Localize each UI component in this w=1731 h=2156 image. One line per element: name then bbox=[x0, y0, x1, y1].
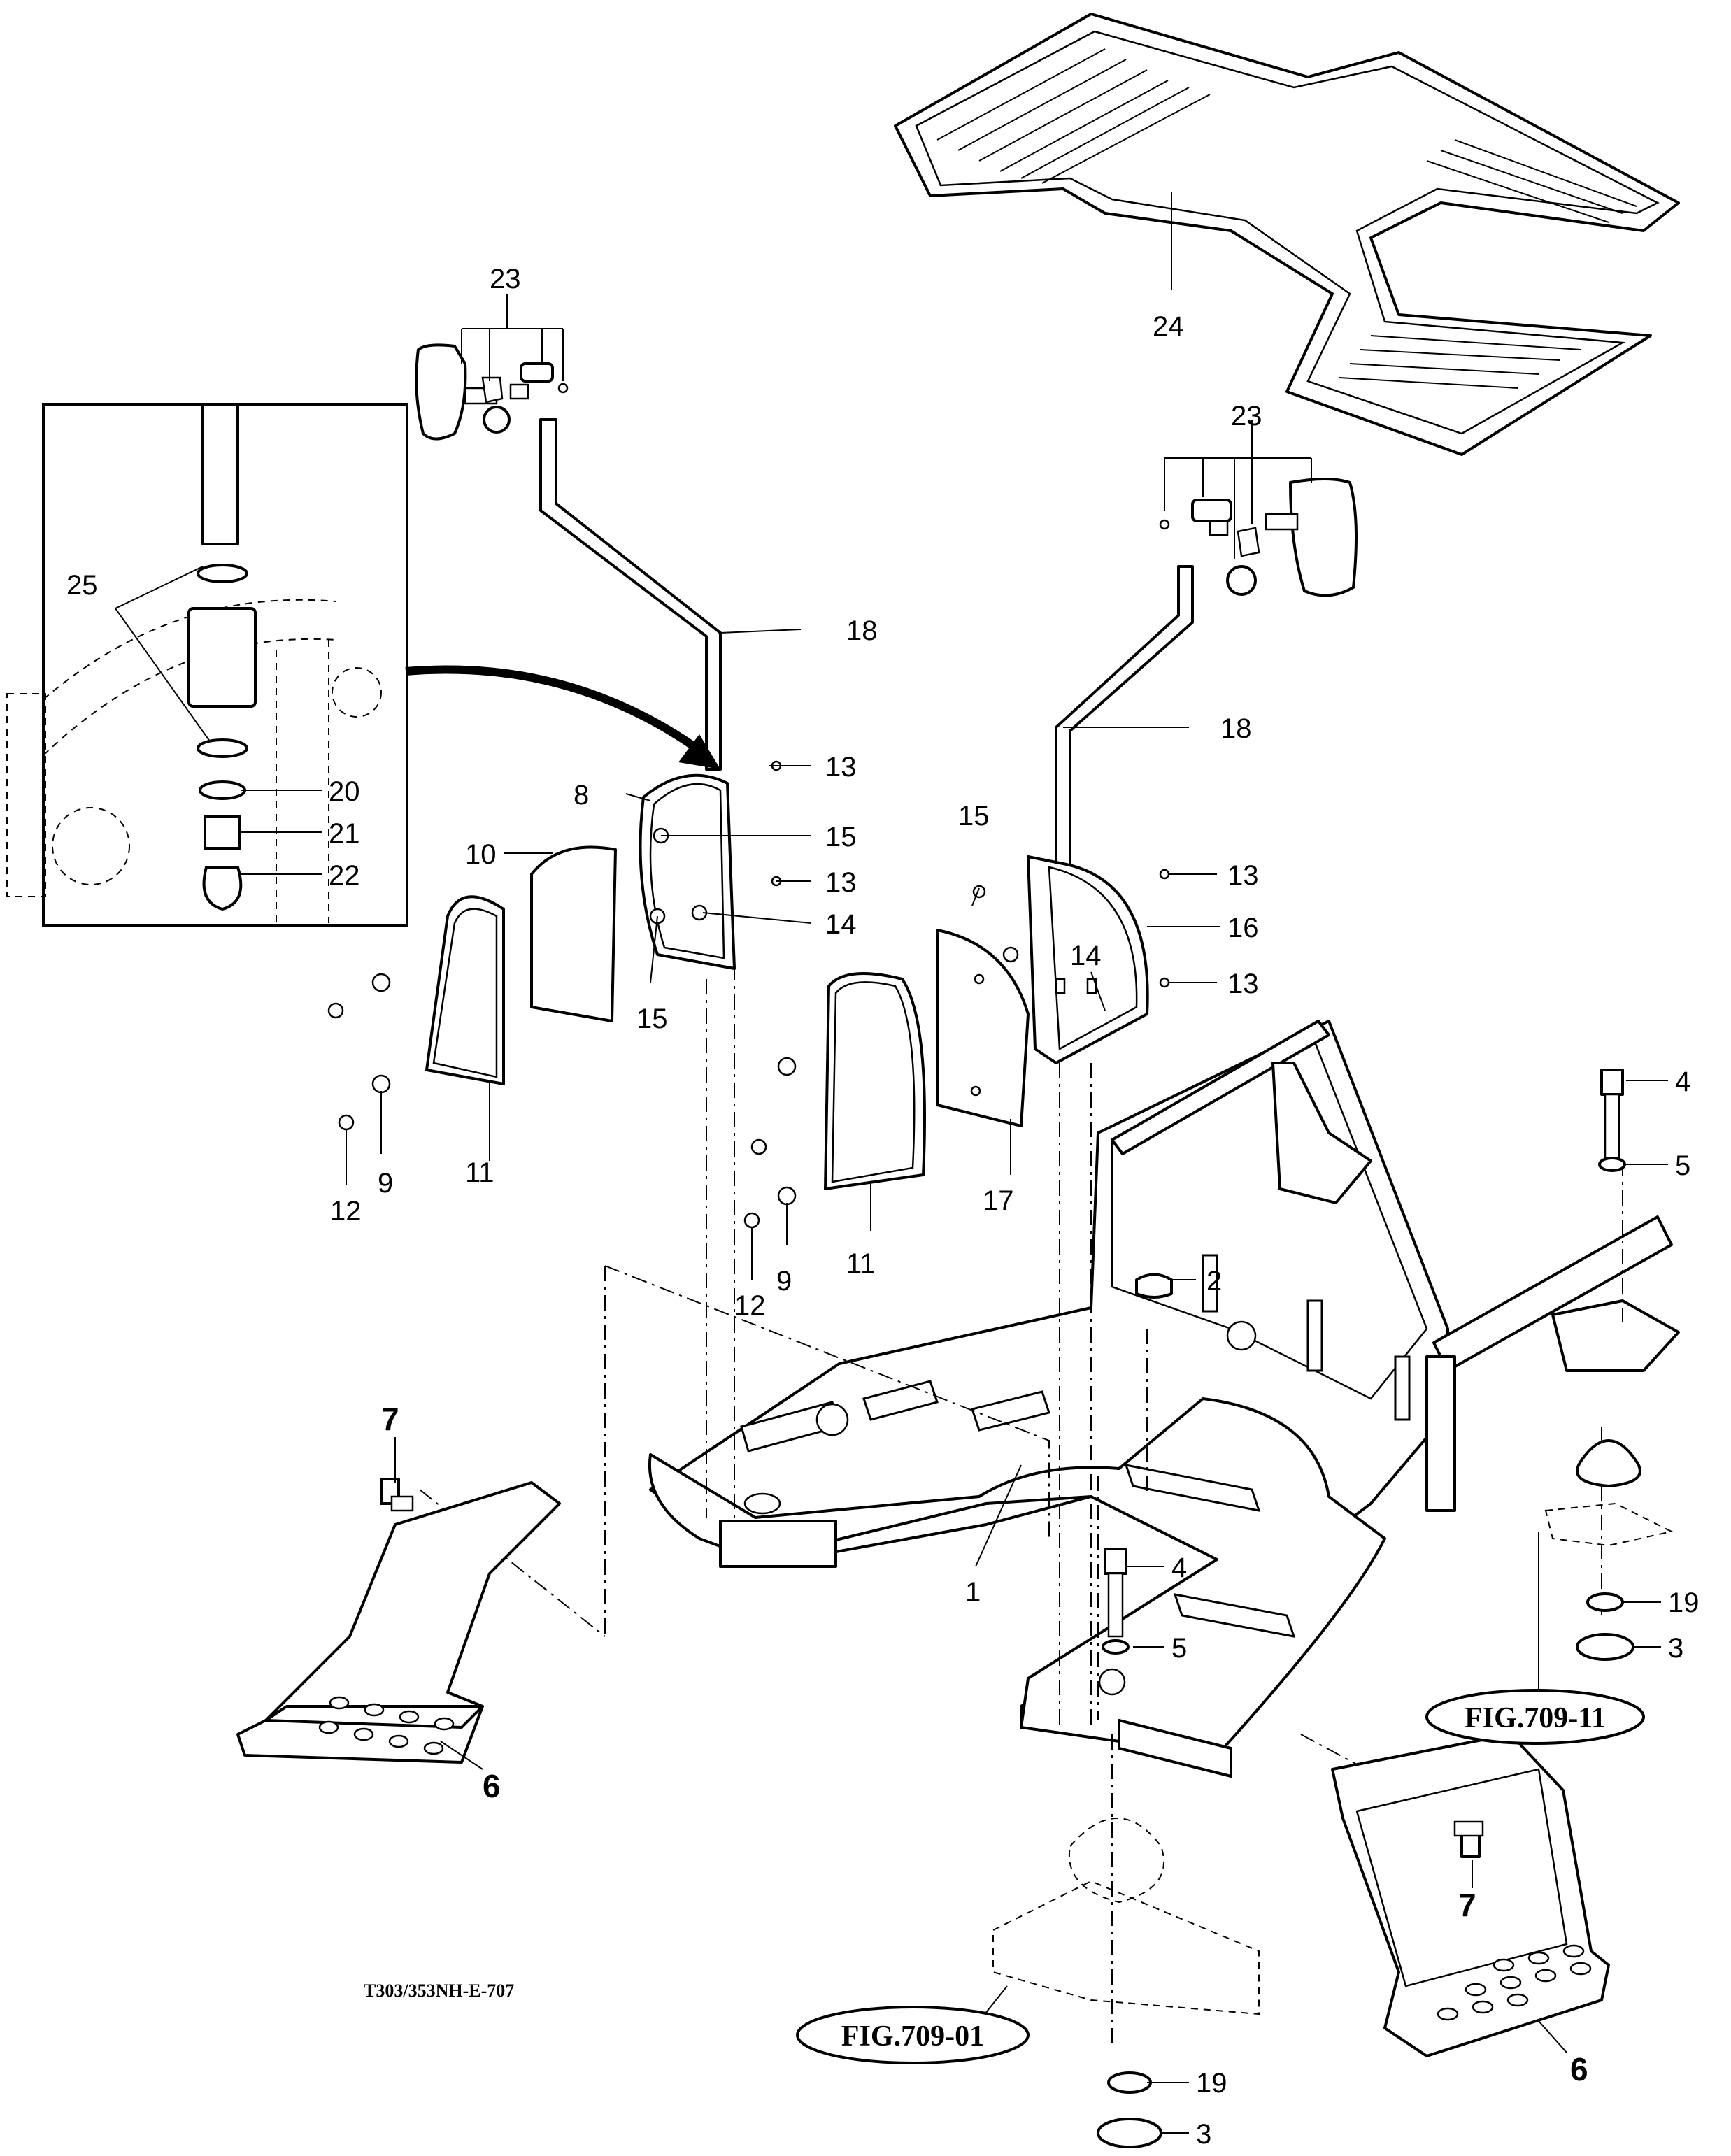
rear-mount-right bbox=[1544, 1439, 1674, 1661]
callout-23-left: 23 bbox=[490, 264, 521, 294]
callout-10: 10 bbox=[465, 839, 497, 870]
callout-13-b: 13 bbox=[825, 867, 857, 898]
callout-15-a: 15 bbox=[825, 822, 857, 852]
callout-19-a: 19 bbox=[1668, 1587, 1700, 1618]
callout-17: 17 bbox=[983, 1185, 1014, 1216]
hardware-bolts bbox=[1102, 1069, 1626, 1655]
left-step bbox=[236, 1478, 561, 1764]
callout-16: 16 bbox=[1227, 913, 1259, 943]
callout-6-a: 6 bbox=[483, 1768, 501, 1804]
callout-15-b: 15 bbox=[636, 1004, 668, 1034]
callout-24: 24 bbox=[1153, 311, 1184, 342]
callout-14-a: 14 bbox=[825, 909, 857, 940]
floor-frame bbox=[648, 1020, 1449, 1778]
callout-18-right: 18 bbox=[1220, 713, 1252, 744]
right-mirror-stay bbox=[1055, 565, 1194, 872]
leader-lines bbox=[346, 192, 1668, 2134]
left-mirror-assembly bbox=[415, 343, 569, 441]
callout-5-b: 5 bbox=[1171, 1633, 1187, 1664]
callout-19-b: 19 bbox=[1196, 2068, 1227, 2099]
callout-9-b: 9 bbox=[776, 1266, 792, 1297]
callout-13-d: 13 bbox=[1227, 969, 1259, 999]
figure-ref-709-01[interactable]: FIG.709-01 bbox=[796, 2006, 1030, 2064]
callout-3-b: 3 bbox=[1196, 2119, 1211, 2150]
callout-labels: 24 23 23 25 20 21 22 18 18 13 8 15 10 13… bbox=[66, 264, 1700, 2150]
left-fender-group bbox=[327, 760, 782, 1131]
callout-7-b: 7 bbox=[1458, 1887, 1476, 1923]
detail-inset bbox=[6, 403, 720, 927]
callout-4-b: 4 bbox=[1171, 1552, 1187, 1583]
right-step bbox=[1331, 1733, 1610, 2057]
callout-13-a: 13 bbox=[825, 752, 857, 783]
callout-15-c: 15 bbox=[958, 801, 990, 831]
callout-11-b: 11 bbox=[846, 1248, 876, 1279]
callout-7-a: 7 bbox=[381, 1401, 399, 1437]
callout-21: 21 bbox=[329, 818, 360, 849]
callout-22: 22 bbox=[329, 860, 360, 891]
figure-ref-709-01-label: FIG.709-01 bbox=[841, 2020, 984, 2053]
callout-4-a: 4 bbox=[1675, 1066, 1690, 1097]
callout-9-a: 9 bbox=[378, 1168, 393, 1199]
callout-3-a: 3 bbox=[1668, 1633, 1683, 1664]
assembly-lines bbox=[419, 965, 1623, 2049]
callout-20: 20 bbox=[329, 776, 360, 807]
callout-23-right: 23 bbox=[1231, 401, 1262, 431]
callout-12-a: 12 bbox=[330, 1196, 362, 1227]
front-mount bbox=[992, 1818, 1260, 2148]
callout-11-a: 11 bbox=[465, 1157, 494, 1188]
figure-ref-709-11[interactable]: FIG.709-11 bbox=[1425, 1689, 1645, 1745]
callout-5-a: 5 bbox=[1675, 1150, 1690, 1181]
left-mirror-leader bbox=[461, 294, 564, 381]
callout-12-b: 12 bbox=[734, 1290, 766, 1321]
right-mirror-leader bbox=[1164, 420, 1312, 559]
right-mirror-assembly bbox=[1159, 478, 1358, 597]
callout-18-left: 18 bbox=[846, 615, 878, 646]
callout-2: 2 bbox=[1206, 1266, 1222, 1297]
callout-8: 8 bbox=[574, 780, 589, 811]
callout-14-b: 14 bbox=[1070, 941, 1102, 971]
frame-top-rails bbox=[1111, 1020, 1680, 1512]
drawing-code: T303/353NH-E-707 bbox=[364, 1980, 514, 2001]
figure-ref-709-11-label: FIG.709-11 bbox=[1465, 1702, 1606, 1734]
floor-mat bbox=[894, 13, 1680, 456]
left-mirror-stay bbox=[539, 418, 722, 771]
callout-1: 1 bbox=[965, 1577, 981, 1608]
callout-25: 25 bbox=[66, 570, 98, 601]
callout-6-b: 6 bbox=[1570, 2051, 1588, 2087]
callout-13-c: 13 bbox=[1227, 860, 1259, 891]
right-fender-group bbox=[743, 855, 1170, 1229]
